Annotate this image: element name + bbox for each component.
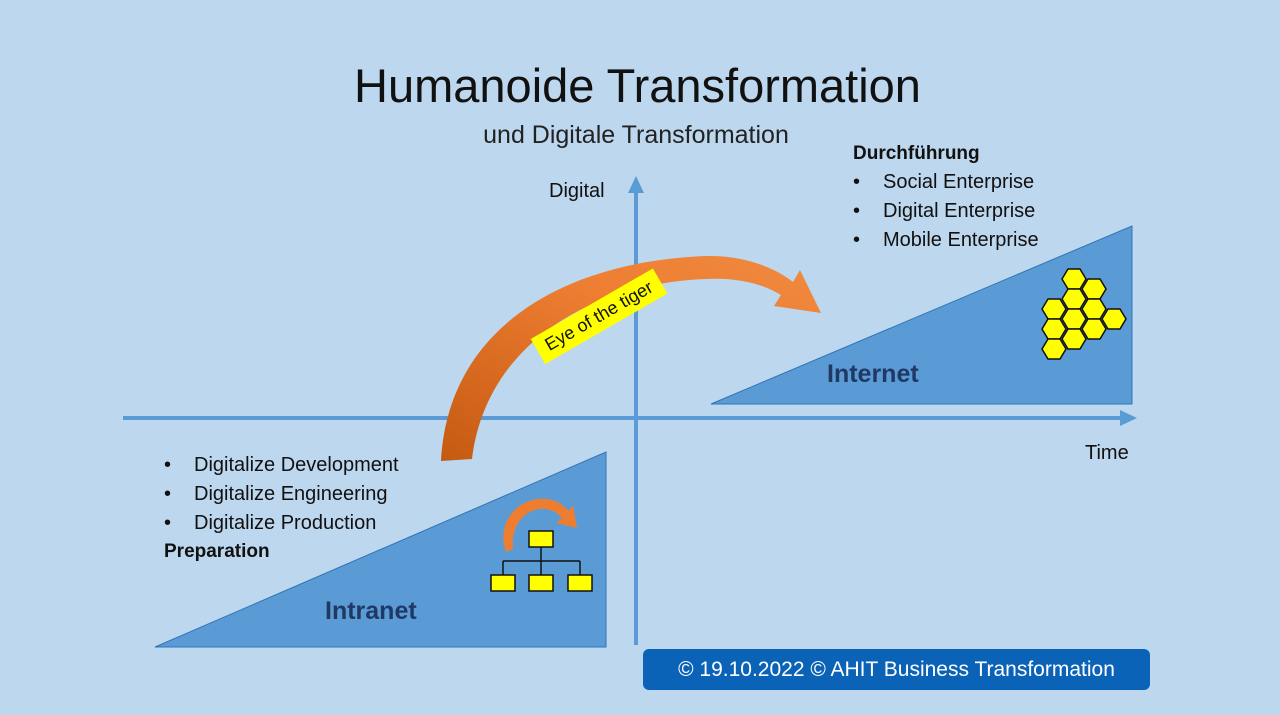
list-item: Digitalize Production [164, 509, 399, 538]
org-chart-icon [490, 530, 593, 592]
y-axis-label: Digital [549, 180, 605, 202]
list-item: Digital Enterprise [853, 197, 1039, 226]
page-subtitle: und Digitale Transformation [483, 121, 789, 149]
intranet-label: Intranet [325, 597, 417, 625]
small-cycle-arrow [503, 498, 577, 552]
list-item: Social Enterprise [853, 168, 1039, 197]
internet-label: Internet [827, 360, 919, 388]
x-axis-arrowhead [1120, 410, 1137, 426]
list-item: Mobile Enterprise [853, 226, 1039, 255]
upper-heading: Durchführung [853, 143, 980, 164]
x-axis-label: Time [1085, 442, 1129, 464]
upper-list: Social Enterprise Digital Enterprise Mob… [853, 168, 1039, 255]
honeycomb-icon [1041, 268, 1127, 360]
lower-footer-heading: Preparation [164, 541, 270, 562]
transition-arrow [441, 255, 821, 461]
intranet-triangle [154, 451, 607, 648]
y-axis-arrowhead [628, 176, 644, 193]
list-item: Digitalize Development [164, 451, 399, 480]
lower-list-block: Digitalize Development Digitalize Engine… [164, 451, 399, 566]
copyright-bar: © 19.10.2022 © AHIT Business Transformat… [643, 649, 1150, 690]
upper-list-block: Durchführung Social Enterprise Digital E… [853, 140, 1039, 255]
list-item: Digitalize Engineering [164, 480, 399, 509]
internet-triangle [710, 225, 1133, 405]
page-title: Humanoide Transformation [354, 59, 921, 112]
lower-list: Digitalize Development Digitalize Engine… [164, 451, 399, 538]
